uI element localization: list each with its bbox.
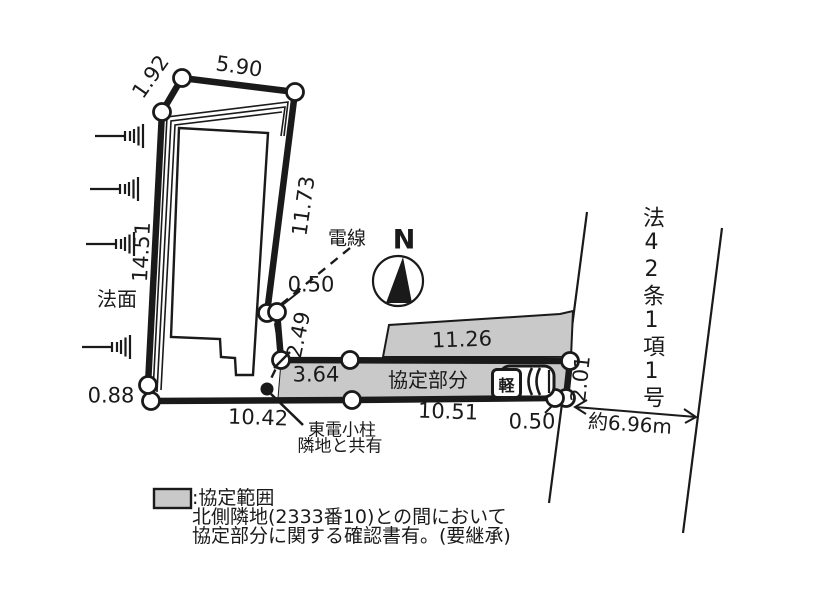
slope-hatch-icon <box>93 122 145 150</box>
leader-pole <box>270 393 304 426</box>
legend-swatch-label: :協定範囲 <box>192 487 275 509</box>
dim-0-50-road: 0.50 <box>508 409 556 434</box>
slope-hatch-icon <box>84 230 136 258</box>
north-label: N <box>392 224 416 256</box>
power-line-label: 電線 <box>327 227 367 250</box>
north-arrow-icon <box>386 257 412 303</box>
pole-label-line1: 東電小柱 <box>308 420 376 441</box>
road-edge-east-line <box>681 227 724 534</box>
slope-hatch-icon <box>80 333 132 361</box>
wire-cross-slash <box>273 351 291 369</box>
slope-label: 法面 <box>97 287 137 311</box>
retaining-line <box>156 106 286 393</box>
arrowhead-right-icon <box>683 408 698 424</box>
dim-2-01: 2.01 <box>566 354 595 404</box>
dim-0-50-wire: 0.50 <box>287 272 335 297</box>
retaining-line <box>152 101 289 393</box>
power-line-dashed <box>265 247 351 388</box>
arrowhead-left-icon <box>573 399 588 415</box>
dim-3-64: 3.64 <box>292 362 340 387</box>
slope-hatch-icon <box>88 175 140 203</box>
kei-car-badge: 軽 <box>491 368 522 399</box>
legend-swatch <box>152 487 193 510</box>
legend-note-line1: 北側隣地(2333番10)との間において <box>192 506 507 528</box>
utility-pole-icon <box>260 382 274 396</box>
dim-0-88: 0.88 <box>87 383 135 408</box>
agreement-label: 協定部分 <box>388 368 468 392</box>
road-designation-label: 法42条1項1号 <box>639 206 664 410</box>
building-outline <box>169 126 270 377</box>
dim-14-51: 14.51 <box>127 221 156 283</box>
retaining-line <box>160 111 283 391</box>
legend-note-line2: 協定部分に関する確認書有。(要継承) <box>192 525 511 547</box>
dim-11-26: 11.26 <box>431 326 493 353</box>
dim-10-51: 10.51 <box>417 398 479 425</box>
pole-label-line2: 隣地と共有 <box>297 436 383 457</box>
road-width-label: 約6.96m <box>587 409 673 439</box>
road-width-arrow <box>574 406 697 418</box>
vertex-markers <box>138 68 580 411</box>
dim-10-42: 10.42 <box>227 404 289 431</box>
